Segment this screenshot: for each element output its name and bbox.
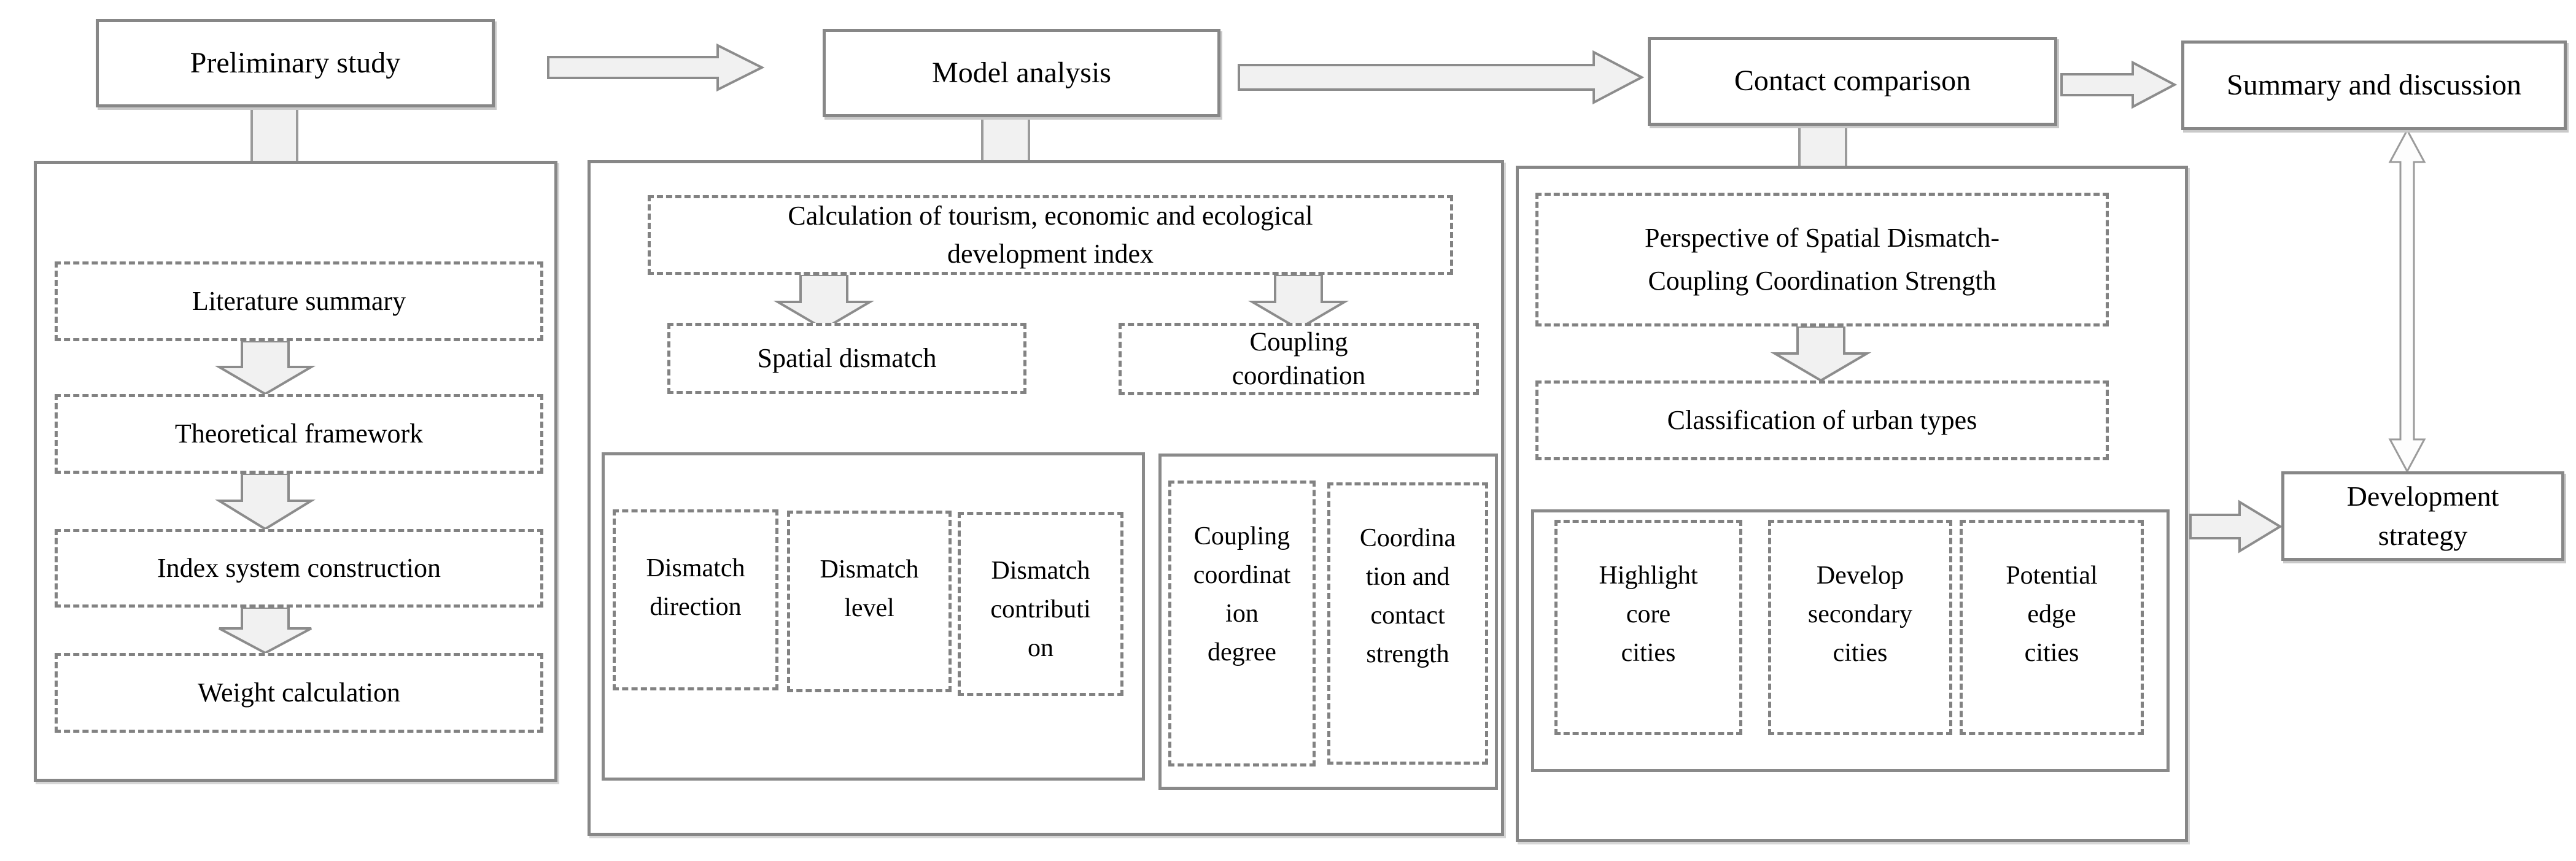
box-dismatch-contribution: Dismatch contributi on — [958, 512, 1123, 696]
connector-preliminary-to-panel — [250, 106, 298, 164]
box-develop-secondary-cities-label: Develop secondary cities — [1807, 562, 1913, 667]
box-theoretical-framework-label: Theoretical framework — [174, 419, 424, 449]
box-coupling-coordination-label: Coupling coordination — [1232, 327, 1366, 390]
node-model-analysis-label: Model analysis — [932, 56, 1111, 89]
box-dismatch-contribution-label: Dismatch contributi on — [990, 557, 1091, 662]
node-preliminary-study-label: Preliminary study — [190, 46, 401, 79]
box-weight-calculation: Weight calculation — [55, 653, 543, 733]
box-dismatch-direction: Dismatch direction — [613, 509, 778, 690]
node-development-strategy: Development strategy — [2281, 471, 2564, 561]
box-literature-summary: Literature summary — [55, 261, 543, 341]
box-perspective-dismatch-coupling: Perspective of Spatial Dismatch- Couplin… — [1535, 193, 2109, 326]
box-develop-secondary-cities: Develop secondary cities — [1768, 520, 1952, 735]
arrow-right-icon — [547, 43, 765, 92]
box-classification-urban-types-label: Classification of urban types — [1667, 405, 1977, 436]
box-coordination-contact-strength-label: Coordina tion and contact strength — [1359, 524, 1456, 668]
box-potential-edge-cities-label: Potential edge cities — [2006, 562, 2098, 667]
box-highlight-core-cities: Highlight core cities — [1554, 520, 1742, 735]
box-index-system-construction-label: Index system construction — [157, 553, 441, 584]
arrow-down-icon — [1770, 325, 1872, 382]
connector-contact-to-panel — [1798, 124, 1847, 168]
box-calculation-index-label: Calculation of tourism, economic and eco… — [788, 201, 1313, 269]
box-dismatch-level: Dismatch level — [787, 511, 952, 692]
box-highlight-core-cities-label: Highlight core cities — [1599, 562, 1698, 667]
box-literature-summary-label: Literature summary — [192, 286, 406, 317]
box-coupling-coordination-degree: Coupling coordinat ion degree — [1168, 481, 1316, 766]
box-calculation-index: Calculation of tourism, economic and eco… — [648, 195, 1453, 275]
box-index-system-construction: Index system construction — [55, 529, 543, 608]
node-summary-discussion: Summary and discussion — [2181, 41, 2567, 130]
arrow-right-icon — [1238, 50, 1645, 105]
arrow-right-icon — [2060, 60, 2178, 109]
node-preliminary-study: Preliminary study — [96, 19, 495, 107]
box-theoretical-framework: Theoretical framework — [55, 394, 543, 474]
node-contact-comparison-label: Contact comparison — [1734, 64, 1971, 98]
connector-model-to-panel — [981, 115, 1030, 163]
arrow-down-icon — [1247, 274, 1349, 331]
box-potential-edge-cities: Potential edge cities — [1960, 520, 2144, 735]
box-coupling-coordination-degree-label: Coupling coordinat ion degree — [1193, 522, 1291, 666]
box-spatial-dismatch-label: Spatial dismatch — [757, 343, 937, 374]
double-arrow-icon — [2388, 128, 2426, 474]
node-model-analysis: Model analysis — [823, 29, 1220, 117]
box-dismatch-direction-label: Dismatch direction — [646, 554, 745, 621]
box-coupling-coordination: Coupling coordination — [1119, 323, 1479, 395]
box-dismatch-level-label: Dismatch level — [820, 555, 919, 622]
box-coordination-contact-strength: Coordina tion and contact strength — [1327, 482, 1488, 765]
node-development-strategy-label: Development strategy — [2346, 480, 2499, 551]
arrow-down-icon — [214, 473, 316, 531]
box-weight-calculation-label: Weight calculation — [198, 678, 400, 708]
box-perspective-dismatch-coupling-label: Perspective of Spatial Dismatch- Couplin… — [1645, 222, 2000, 296]
arrow-down-icon — [773, 274, 875, 331]
arrow-right-icon — [2189, 500, 2283, 554]
box-spatial-dismatch: Spatial dismatch — [667, 323, 1026, 394]
box-classification-urban-types: Classification of urban types — [1535, 380, 2109, 460]
node-contact-comparison: Contact comparison — [1648, 37, 2057, 126]
arrow-down-icon — [214, 340, 316, 396]
arrow-down-icon — [219, 606, 312, 655]
node-summary-discussion-label: Summary and discussion — [2227, 68, 2521, 101]
